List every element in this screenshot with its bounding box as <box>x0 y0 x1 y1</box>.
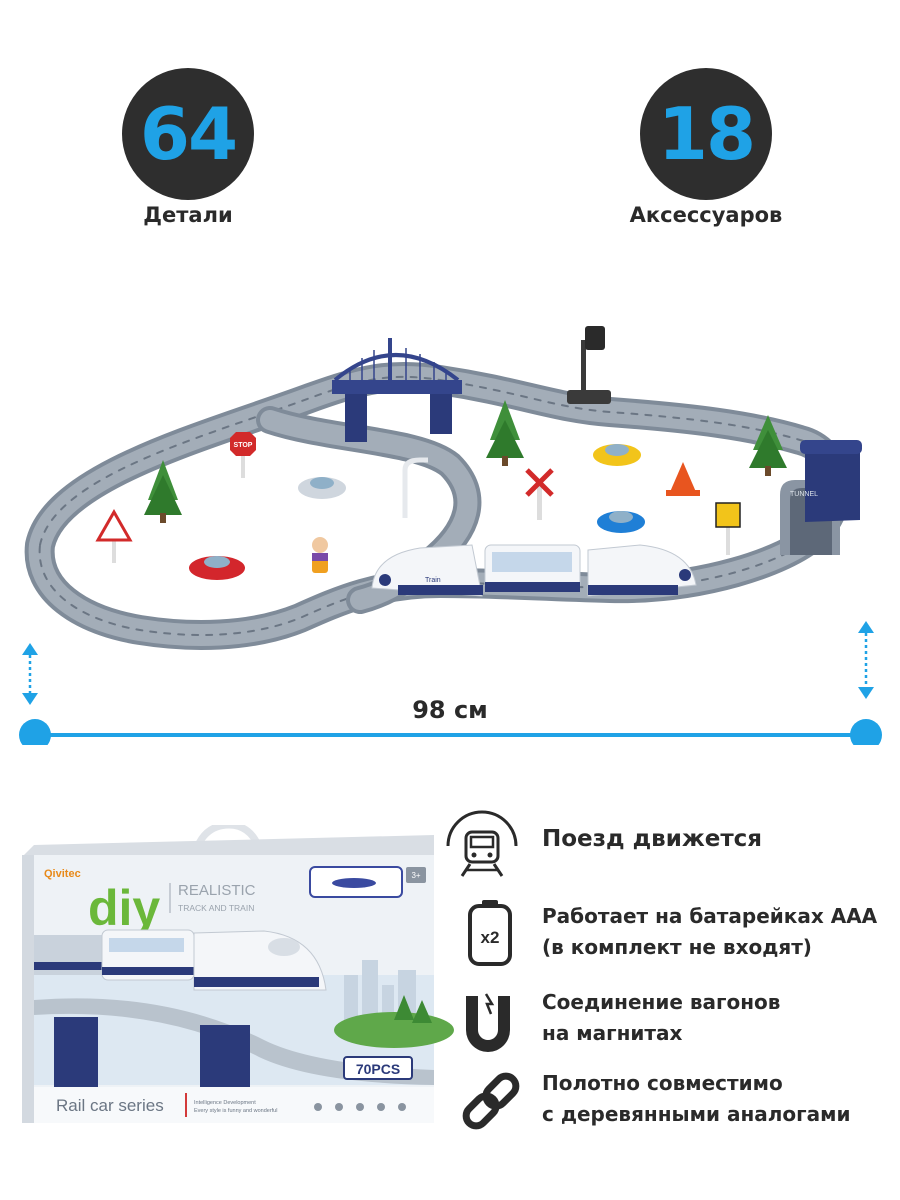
box-headline: REALISTIC <box>178 882 256 899</box>
feature-magnets: Соединение вагонов на магнитах <box>542 987 780 1049</box>
feature-compatibility-line-2: с деревянными аналогами <box>542 1102 851 1126</box>
car-red <box>189 556 245 580</box>
train: Train <box>371 544 697 597</box>
tree-right <box>749 415 787 476</box>
feature-moving-train: Поезд движется <box>542 824 762 855</box>
width-measure <box>19 621 882 745</box>
accessories-count-label: Аксессуаров <box>629 203 783 227</box>
magnet-icon <box>466 993 510 1052</box>
suspension-bridge <box>332 338 462 442</box>
feature-batteries: Работает на батарейках AAA (в комплект н… <box>542 901 877 963</box>
box-subheadline: TRACK AND TRAIN <box>178 903 254 913</box>
left-height-arrow <box>22 643 38 705</box>
warning-sign <box>95 508 133 563</box>
feature-compatibility-line-1: Полотно совместимо <box>542 1071 783 1095</box>
feature-magnets-line-2: на магнитах <box>542 1021 683 1045</box>
right-height-arrow <box>858 621 874 699</box>
train-icon <box>446 810 518 877</box>
traffic-light <box>567 326 611 404</box>
box-series-label: Rail car series <box>56 1096 164 1115</box>
box-feature-icons <box>314 1103 406 1111</box>
box-age-badge: 3+ <box>411 871 420 880</box>
svg-text:x2: x2 <box>481 928 500 947</box>
box-tagline-2: Every style is funny and wonderful <box>194 1108 277 1114</box>
feature-batteries-line-2: (в комплект не входят) <box>542 935 812 959</box>
train-track-scene: TUNNEL STOP <box>24 326 862 650</box>
box-tagline-1: Intelligence Development <box>194 1100 256 1106</box>
car-silver <box>298 477 346 499</box>
tunnel: TUNNEL <box>780 440 862 555</box>
stop-sign-label: STOP <box>234 442 253 449</box>
accessories-count-badge: 18 <box>640 68 772 200</box>
parts-count-label: Детали <box>143 203 233 227</box>
link-icon <box>462 1072 520 1130</box>
box-brand: Qivitec <box>44 868 81 880</box>
width-left-dot <box>19 719 51 745</box>
feature-compatibility: Полотно совместимо с деревянными аналога… <box>542 1068 850 1130</box>
tunnel-label: TUNNEL <box>790 491 818 498</box>
car-yellow <box>593 444 641 466</box>
feature-moving-train-line-1: Поезд движется <box>542 826 763 852</box>
crossing-sign <box>525 468 554 520</box>
car-blue <box>597 511 645 533</box>
box-logo: diy <box>88 880 160 936</box>
tree-left <box>144 460 182 523</box>
battery-x2-icon: x2 <box>468 900 512 966</box>
feature-batteries-line-1: Работает на батарейках AAA <box>542 904 878 928</box>
traffic-cone <box>666 462 700 496</box>
parts-count-badge: 64 <box>122 68 254 200</box>
figurine <box>312 537 328 573</box>
stop-sign: STOP <box>230 432 256 478</box>
accessories-count-number: 18 <box>657 92 756 176</box>
tree-center <box>486 400 524 466</box>
tunnel-sign <box>715 502 741 555</box>
street-lamp <box>402 457 428 518</box>
width-right-dot <box>850 719 882 745</box>
parts-count-number: 64 <box>139 92 238 176</box>
train-car-label: Train <box>425 577 441 584</box>
box-pieces-badge: 70PCS <box>356 1061 400 1077</box>
product-box: Qivitec diy REALISTIC TRACK AND TRAIN 3+… <box>22 825 454 1123</box>
box-train <box>34 929 327 991</box>
width-label: 98 см <box>412 696 488 724</box>
box-pillar-left <box>54 1017 98 1097</box>
feature-magnets-line-1: Соединение вагонов <box>542 990 781 1014</box>
